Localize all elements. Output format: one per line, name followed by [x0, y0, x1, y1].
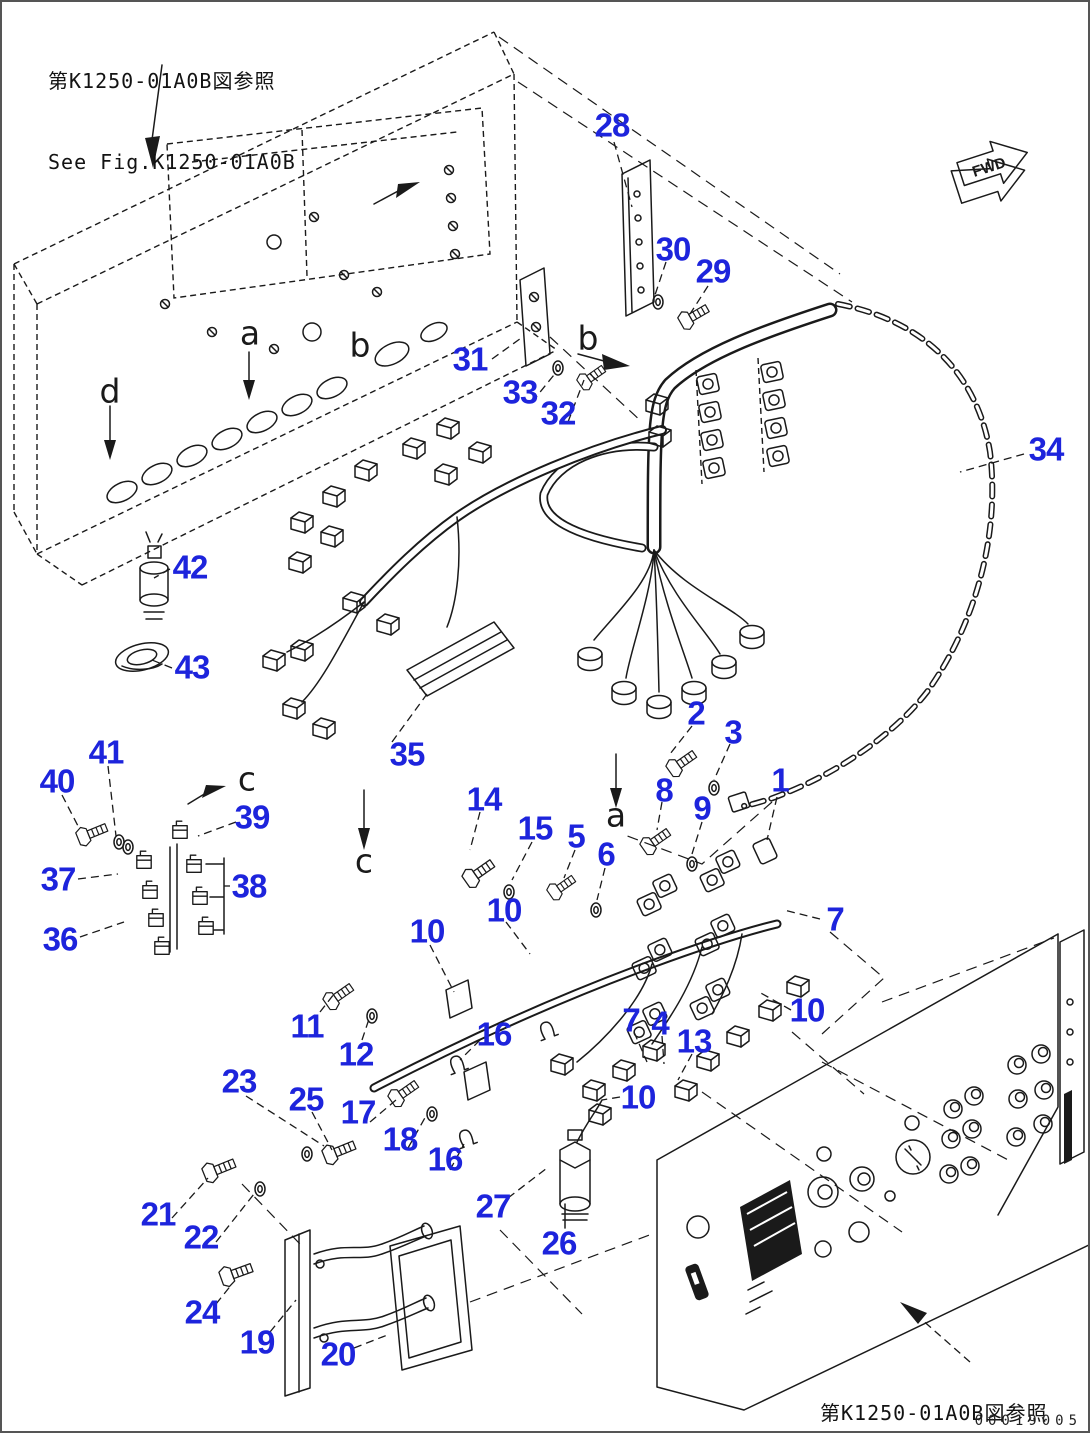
view-label-a: a — [605, 795, 627, 835]
callout-30: 30 — [655, 230, 692, 268]
callout-25: 25 — [288, 1080, 325, 1118]
ref-note-top-jp: 第K1250-01A0B図参照 — [48, 69, 276, 93]
cable-34 — [727, 301, 996, 813]
view-label-a: a — [239, 313, 261, 353]
ref-note-bottom: 第K1250-01A0B図参照 See Fig.K1250-01A0B — [820, 1346, 1068, 1431]
callout-18: 18 — [382, 1120, 419, 1158]
callout-20: 20 — [320, 1335, 357, 1373]
view-label-c: c — [237, 759, 257, 799]
view-arrows — [104, 64, 971, 1363]
ref-note-bottom-jp: 第K1250-01A0B図参照 — [820, 1401, 1048, 1425]
callout-23: 23 — [221, 1062, 258, 1100]
callout-12: 12 — [338, 1035, 375, 1073]
callout-37: 37 — [40, 860, 77, 898]
callout-19: 19 — [239, 1323, 276, 1361]
callout-43: 43 — [174, 648, 211, 686]
callout-10: 10 — [486, 891, 523, 929]
callout-42: 42 — [172, 548, 209, 586]
callout-15: 15 — [517, 809, 554, 847]
control-panel — [656, 929, 1088, 1411]
callout-24: 24 — [184, 1293, 221, 1331]
callout-7: 7 — [622, 1001, 640, 1039]
callout-10: 10 — [409, 912, 446, 950]
callout-21: 21 — [140, 1195, 177, 1233]
gasket-20 — [389, 1225, 473, 1371]
callout-2: 2 — [687, 694, 705, 732]
callout-11: 11 — [290, 1007, 325, 1045]
callout-29: 29 — [695, 252, 732, 290]
view-label-c: c — [354, 841, 374, 881]
callout-33: 33 — [502, 373, 539, 411]
bracket-19-group — [199, 1134, 436, 1397]
wire-harness — [262, 302, 838, 740]
view-label-b: b — [577, 318, 599, 358]
leader-lines — [61, 141, 1025, 1349]
callout-8: 8 — [655, 771, 673, 809]
callout-1: 1 — [771, 761, 789, 799]
view-label-b: b — [349, 325, 371, 365]
ref-note-top: 第K1250-01A0B図参照 See Fig.K1250-01A0B — [48, 14, 296, 203]
callout-31: 31 — [452, 340, 489, 378]
callout-40: 40 — [39, 762, 76, 800]
callout-41: 41 — [88, 733, 125, 771]
fasteners — [320, 745, 778, 1122]
construction-lines — [241, 36, 1055, 1315]
doc-number: 00019005 — [974, 1413, 1082, 1429]
bracket-28 — [552, 159, 713, 393]
callout-38: 38 — [231, 867, 268, 905]
callout-32: 32 — [540, 394, 577, 432]
parts-36-41 — [73, 817, 225, 955]
callout-22: 22 — [183, 1218, 220, 1256]
callout-5: 5 — [567, 817, 585, 855]
callout-39: 39 — [234, 798, 271, 836]
callout-3: 3 — [724, 713, 742, 751]
callout-4: 4 — [651, 1004, 669, 1042]
lower-harness — [369, 848, 810, 1150]
callout-10: 10 — [620, 1078, 657, 1116]
callout-17: 17 — [340, 1093, 377, 1131]
callout-7: 7 — [826, 900, 844, 938]
callout-26: 26 — [541, 1224, 578, 1262]
callout-10: 10 — [789, 991, 826, 1029]
view-label-d: d — [99, 371, 121, 411]
ref-note-top-en: See Fig.K1250-01A0B — [48, 150, 296, 174]
part-26-27 — [559, 1099, 603, 1221]
callout-35: 35 — [389, 735, 426, 773]
callout-28: 28 — [594, 106, 631, 144]
part-43 — [114, 642, 170, 672]
panel-housing — [13, 31, 558, 586]
part-42 — [139, 531, 169, 620]
fwd-arrow-icon: FWD — [950, 140, 1028, 204]
callout-13: 13 — [676, 1022, 713, 1060]
callout-16: 16 — [476, 1015, 513, 1053]
callout-14: 14 — [466, 780, 503, 818]
callout-36: 36 — [42, 920, 79, 958]
callout-9: 9 — [693, 789, 711, 827]
callout-34: 34 — [1028, 430, 1065, 468]
callout-6: 6 — [597, 835, 615, 873]
callout-27: 27 — [475, 1187, 512, 1225]
callout-16: 16 — [427, 1140, 464, 1178]
